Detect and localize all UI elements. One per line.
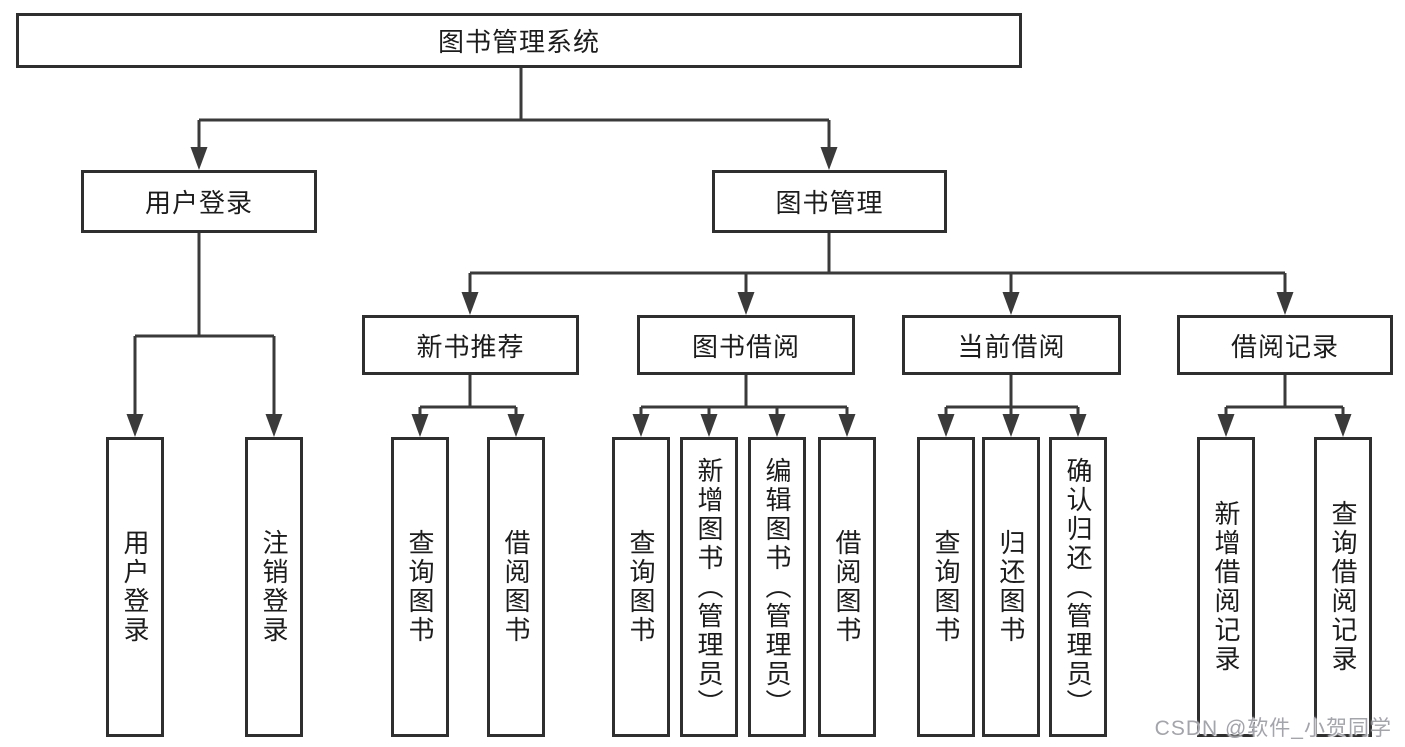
node-new-book-recommend: 新书推荐 bbox=[362, 315, 579, 375]
leaf-user-login: 用户登录 bbox=[106, 437, 164, 737]
leaf-query-books-recommend: 查询图书 bbox=[391, 437, 449, 737]
watermark-text: CSDN @软件_小贺同学 bbox=[1154, 717, 1392, 740]
leaf-borrow-books-label: 借阅图书 bbox=[832, 529, 862, 645]
node-library-management-system: 图书管理系统 bbox=[16, 13, 1022, 68]
leaf-add-books-admin: 新增图书（管理员） bbox=[680, 437, 738, 737]
leaf-return-books-label: 归还图书 bbox=[996, 529, 1026, 645]
node-book-borrowing: 图书借阅 bbox=[637, 315, 855, 375]
leaf-query-books-current-label: 查询图书 bbox=[931, 529, 961, 645]
leaf-query-borrow-record: 查询借阅记录 bbox=[1314, 437, 1372, 737]
leaf-confirm-return-admin: 确认归还（管理员） bbox=[1049, 437, 1107, 737]
leaf-query-books-recommend-label: 查询图书 bbox=[405, 529, 435, 645]
leaf-add-borrow-record: 新增借阅记录 bbox=[1197, 437, 1255, 737]
leaf-borrow-books: 借阅图书 bbox=[818, 437, 876, 737]
leaf-return-books: 归还图书 bbox=[982, 437, 1040, 737]
leaf-logout-label: 注销登录 bbox=[259, 529, 289, 645]
leaf-borrow-books-recommend-label: 借阅图书 bbox=[501, 529, 531, 645]
leaf-add-books-admin-label: 新增图书（管理员） bbox=[694, 456, 724, 718]
leaf-add-borrow-record-label: 新增借阅记录 bbox=[1211, 500, 1241, 674]
leaf-logout: 注销登录 bbox=[245, 437, 303, 737]
leaf-confirm-return-admin-label: 确认归还（管理员） bbox=[1063, 456, 1093, 718]
node-user-login: 用户登录 bbox=[81, 170, 317, 233]
leaf-borrow-books-recommend: 借阅图书 bbox=[487, 437, 545, 737]
leaf-edit-books-admin-label: 编辑图书（管理员） bbox=[762, 456, 792, 718]
leaf-query-books-borrow-label: 查询图书 bbox=[626, 529, 656, 645]
leaf-edit-books-admin: 编辑图书（管理员） bbox=[748, 437, 806, 737]
node-book-management: 图书管理 bbox=[712, 170, 947, 233]
leaf-query-books-borrow: 查询图书 bbox=[612, 437, 670, 737]
leaf-query-books-current: 查询图书 bbox=[917, 437, 975, 737]
node-current-borrowing: 当前借阅 bbox=[902, 315, 1121, 375]
node-borrowing-records: 借阅记录 bbox=[1177, 315, 1393, 375]
leaf-user-login-label: 用户登录 bbox=[120, 529, 150, 645]
leaf-query-borrow-record-label: 查询借阅记录 bbox=[1328, 500, 1358, 674]
